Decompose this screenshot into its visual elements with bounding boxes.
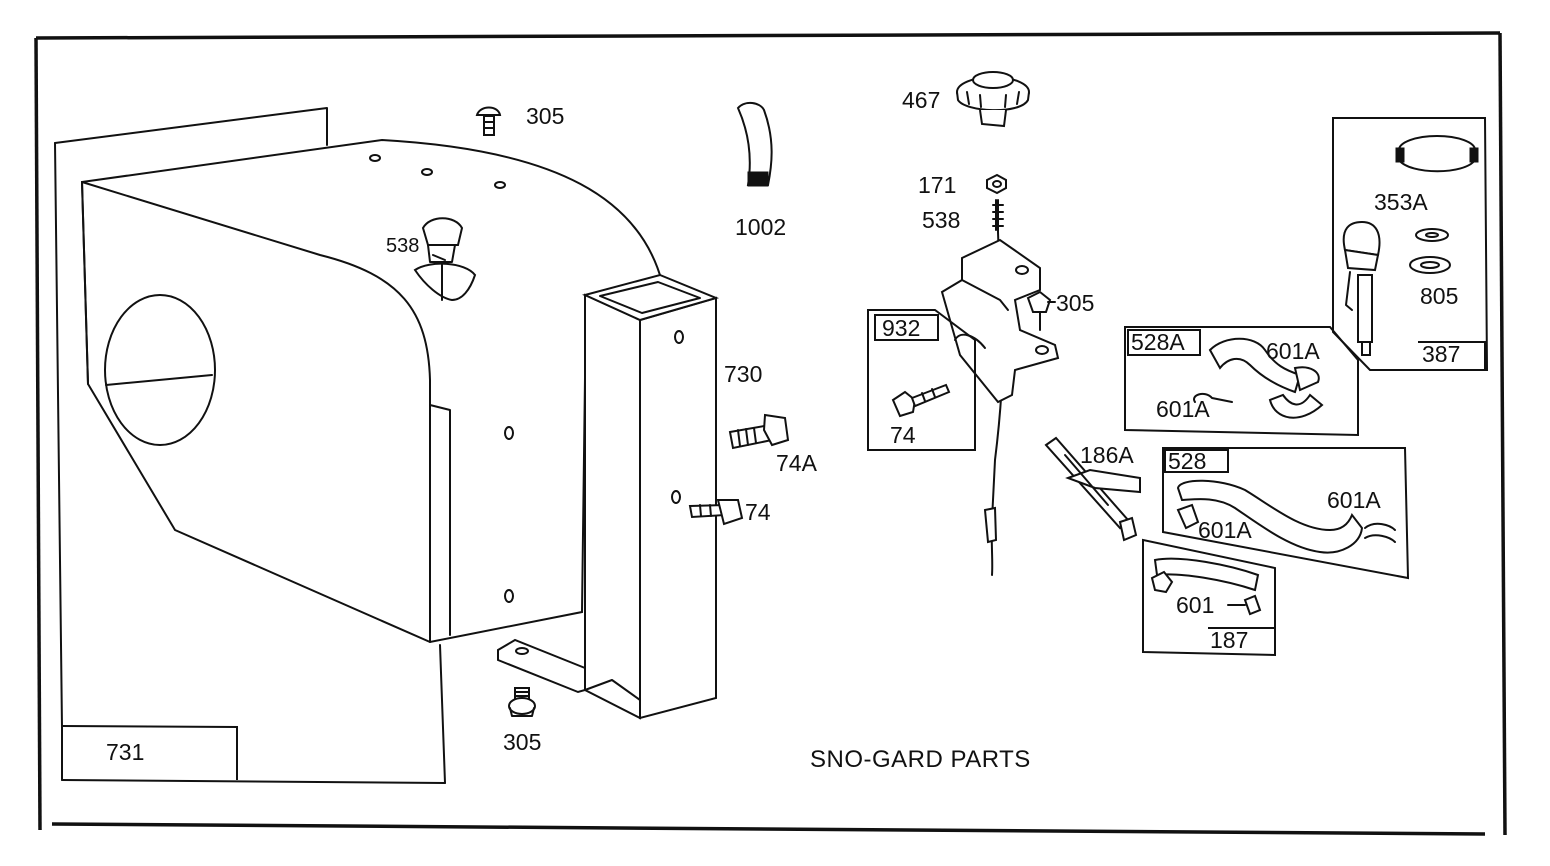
tube-1002 <box>736 102 773 187</box>
label-467: 467 <box>902 87 940 113</box>
label-353a: 353A <box>1374 189 1428 215</box>
nut-171 <box>986 173 1007 195</box>
label-305-bottom: 305 <box>503 729 541 755</box>
label-305-right: 305 <box>1056 290 1094 316</box>
label-932: 932 <box>882 315 920 341</box>
label-528a: 528A <box>1131 329 1185 355</box>
label-528: 528 <box>1168 448 1206 474</box>
label-171: 171 <box>918 172 956 198</box>
label-731: 731 <box>106 739 144 765</box>
part-labels: 305 1002 467 171 538 305 932 74 538 730 … <box>106 87 1460 773</box>
bolt-74a <box>728 413 790 450</box>
screw-305-bottom <box>508 687 536 717</box>
label-74-kit: 74 <box>890 422 916 448</box>
page-frame <box>34 31 1507 836</box>
screw-305-right <box>1026 290 1052 331</box>
bolt-74 <box>688 499 744 526</box>
fuel-pipe-186a <box>1044 436 1141 542</box>
label-730: 730 <box>724 361 762 387</box>
kit-187 <box>1142 538 1276 657</box>
label-187: 187 <box>1210 627 1248 653</box>
label-601a-4: 601A <box>1198 517 1252 543</box>
label-601: 601 <box>1176 592 1214 618</box>
label-538-tank: 538 <box>386 235 419 257</box>
label-387: 387 <box>1422 341 1460 367</box>
label-1002: 1002 <box>735 214 786 240</box>
label-305-top: 305 <box>526 103 564 129</box>
label-601a-3: 601A <box>1327 487 1381 513</box>
label-74: 74 <box>745 499 771 525</box>
label-74a: 74A <box>776 450 818 476</box>
label-601a-1: 601A <box>1266 338 1320 364</box>
control-bracket <box>940 238 1060 404</box>
screw-305-top <box>475 106 502 136</box>
label-805: 805 <box>1420 283 1458 309</box>
kit-932 <box>867 309 976 451</box>
label-186a: 186A <box>1080 442 1134 468</box>
label-601a-2: 601A <box>1156 396 1210 422</box>
mounting-post-730 <box>497 273 720 720</box>
label-538-rod: 538 <box>922 207 960 233</box>
kit-528 <box>1162 447 1410 580</box>
kit-387 <box>1332 117 1489 371</box>
diagram-title: SNO-GARD PARTS <box>810 746 1031 773</box>
leader-lines <box>432 254 1056 303</box>
fuel-cap-467 <box>956 71 1030 128</box>
kit-528a <box>1124 326 1359 437</box>
